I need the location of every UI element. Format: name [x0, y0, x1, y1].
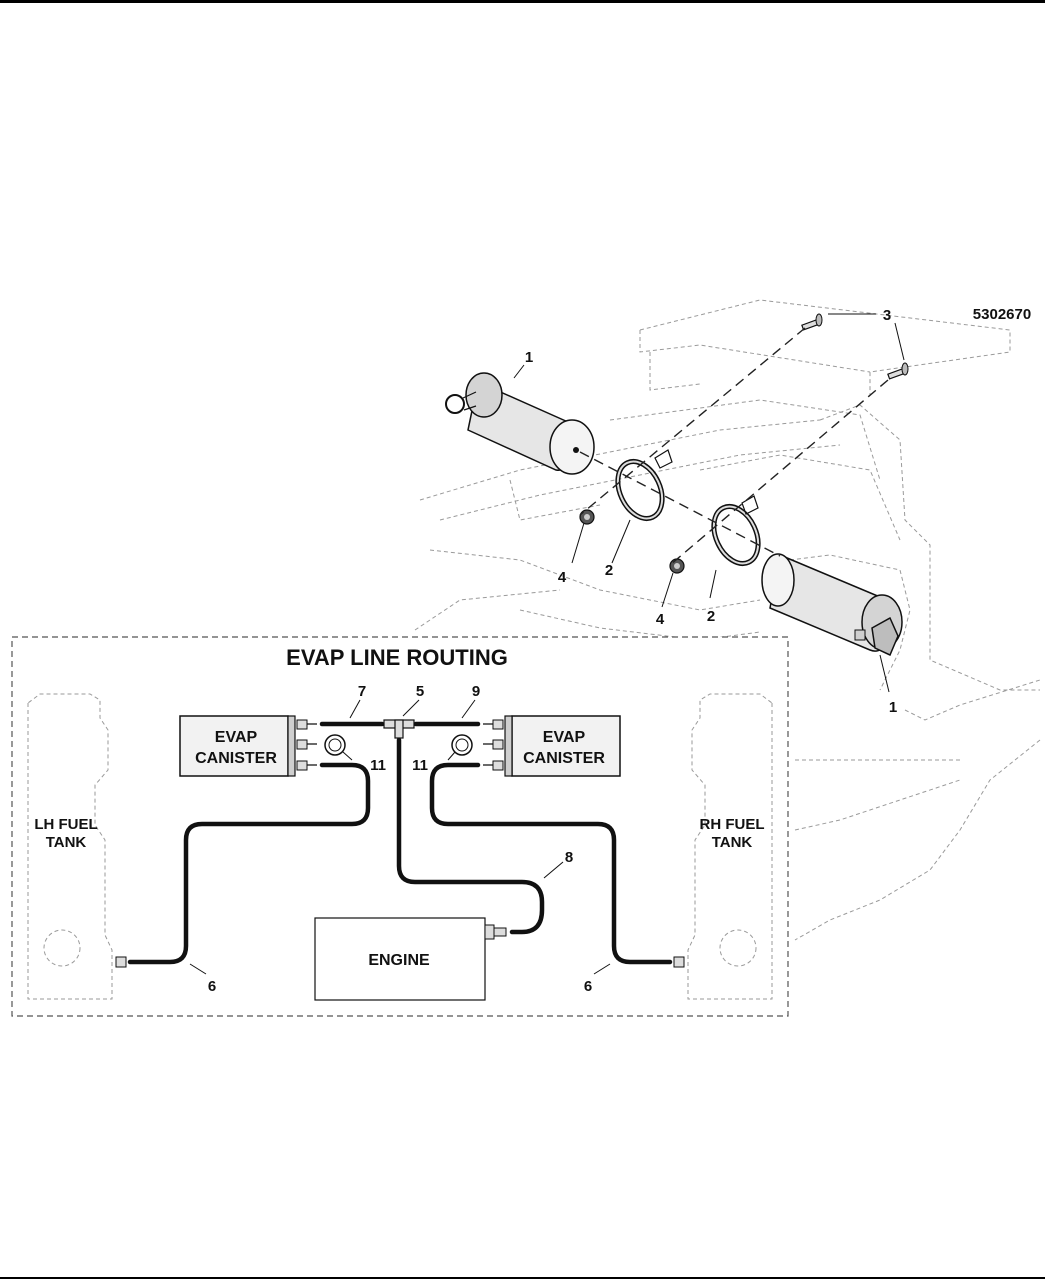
mounting-strap-left	[615, 449, 673, 521]
lh-fuel-tank	[27, 693, 113, 1000]
hose-6-right	[429, 762, 673, 965]
right-canister-label-1: EVAP	[543, 729, 586, 746]
callout-3: 3	[883, 307, 891, 324]
callout-1-top: 1	[525, 349, 533, 366]
nut-left	[579, 509, 595, 525]
bottom-rule	[0, 1277, 1045, 1279]
cap-left	[324, 734, 346, 756]
callout-7: 7	[358, 683, 366, 700]
inset-leaders	[189, 699, 611, 975]
callout-11-right: 11	[412, 757, 428, 774]
callout-6-right: 6	[584, 978, 592, 995]
rh-fuel-tank	[687, 693, 773, 1000]
lh-tank-label-1: LH FUEL	[34, 816, 97, 833]
bolt-lower	[887, 362, 909, 380]
evap-hoses	[127, 721, 673, 965]
figure-number: 5302670	[973, 306, 1031, 323]
callout-9: 9	[472, 683, 480, 700]
callout-4-left: 4	[558, 569, 567, 586]
left-canister-label-1: EVAP	[215, 729, 258, 746]
callout-6-left: 6	[208, 978, 216, 995]
hose-6-left	[127, 762, 371, 965]
callout-8: 8	[565, 849, 573, 866]
phantom-frame	[414, 299, 1041, 941]
callout-5: 5	[416, 683, 424, 700]
assembly-lines	[579, 327, 889, 566]
cap-right	[451, 734, 473, 756]
rh-tank-label-1: RH FUEL	[700, 816, 765, 833]
callout-1-bottom: 1	[889, 699, 897, 716]
bolt-upper	[801, 313, 823, 331]
evap-canister-upper	[445, 372, 595, 475]
right-canister-label-2: CANISTER	[523, 750, 605, 767]
top-rule	[0, 0, 1045, 3]
callout-11-left: 11	[370, 757, 386, 774]
left-canister-box	[179, 715, 317, 777]
rh-tank-fitting	[673, 956, 685, 968]
callout-leaders	[513, 313, 905, 693]
nut-right	[669, 558, 685, 574]
mounting-strap-right	[711, 495, 761, 566]
hose-8	[396, 737, 545, 935]
engine-box	[314, 917, 507, 1001]
right-canister-box	[483, 715, 621, 777]
evap-canister-lower	[761, 553, 903, 657]
callout-4-right: 4	[656, 611, 665, 628]
inset-title: EVAP LINE ROUTING	[286, 645, 508, 670]
rh-tank-label-2: TANK	[712, 834, 753, 851]
callout-2-right: 2	[707, 608, 715, 625]
callout-2-left: 2	[605, 562, 613, 579]
lh-tank-fitting	[115, 956, 127, 968]
left-canister-label-2: CANISTER	[195, 750, 277, 767]
engine-label: ENGINE	[368, 952, 430, 969]
lh-tank-label-2: TANK	[46, 834, 87, 851]
